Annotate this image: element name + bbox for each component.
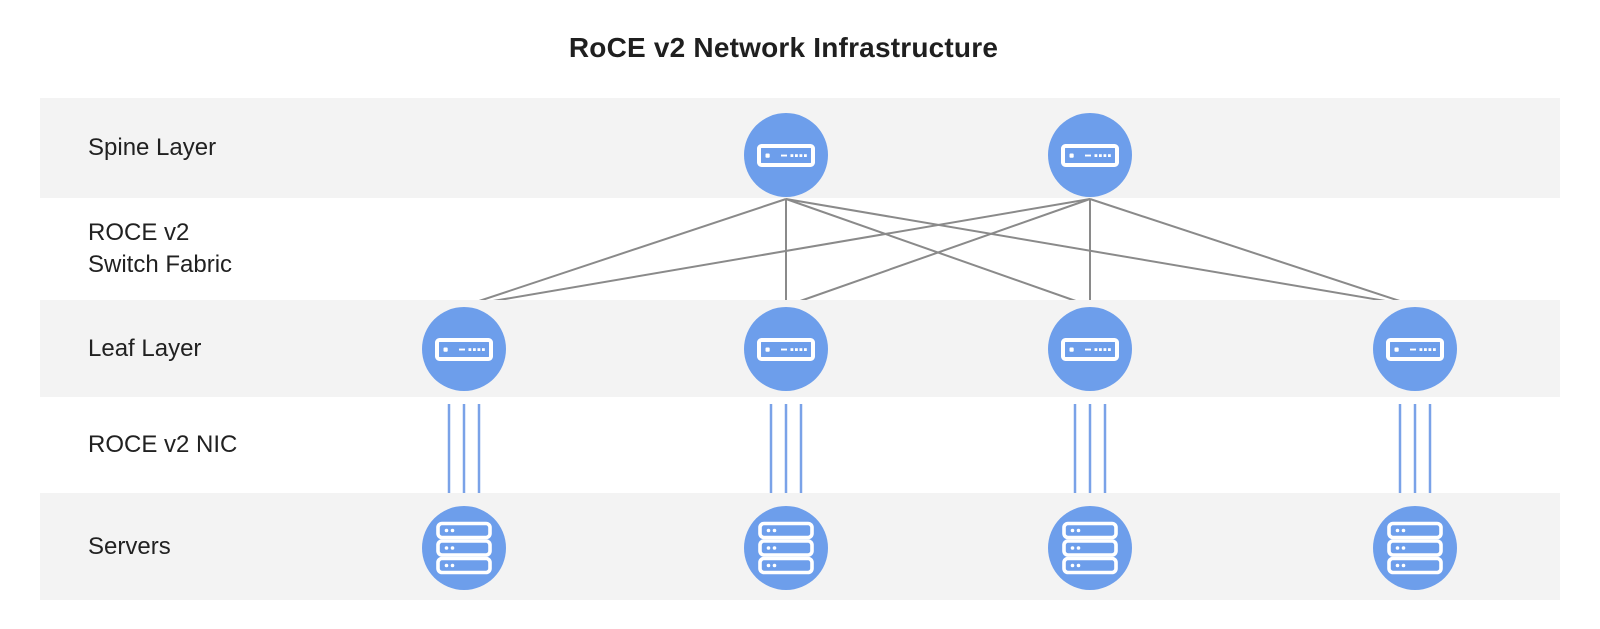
spine-leaf-link: [785, 198, 1091, 307]
nic-label: ROCE v2 NIC: [88, 397, 237, 493]
leaf-layer-label-line: Leaf Layer: [88, 334, 202, 362]
switch-icon: [757, 338, 815, 361]
server-node: [1048, 506, 1132, 590]
switch-fabric-label: ROCE v2 Switch Fabric: [88, 198, 232, 300]
spine-switch-node: [744, 113, 828, 197]
servers-label: Servers: [88, 493, 171, 600]
servers-label-line: Servers: [88, 532, 171, 560]
switch-icon: [1061, 144, 1119, 167]
leaf-switch-node: [1373, 307, 1457, 391]
spine-leaf-link: [785, 198, 1416, 307]
leaf-switch-node: [422, 307, 506, 391]
spine-layer-label-line: Spine Layer: [88, 134, 217, 161]
spine-leaf-link: [463, 198, 787, 307]
switch-fabric-label-line: Switch Fabric: [88, 251, 233, 278]
leaf-switch-node: [1048, 307, 1132, 391]
server-icon: [1387, 521, 1443, 575]
spine-leaf-link: [1089, 198, 1416, 307]
switch-icon: [1386, 338, 1444, 361]
server-icon: [758, 521, 814, 575]
spine-leaf-link: [785, 198, 1091, 307]
nic-label-line: ROCE v2 NIC: [88, 431, 238, 458]
spine-switch-node: [1048, 113, 1132, 197]
spine-leaf-link: [463, 198, 1091, 307]
server-node: [744, 506, 828, 590]
server-icon: [436, 521, 492, 575]
server-node: [1373, 506, 1457, 590]
switch-fabric-label-line: ROCE v2: [88, 219, 190, 246]
leaf-switch-node: [744, 307, 828, 391]
spine-layer-label: Spine Layer: [88, 98, 216, 198]
switch-icon: [757, 144, 815, 167]
switch-icon: [1061, 338, 1119, 361]
diagram-title: RoCE v2 Network Infrastructure: [568, 32, 999, 63]
server-node: [422, 506, 506, 590]
leaf-layer-label: Leaf Layer: [88, 300, 201, 397]
switch-icon: [435, 338, 493, 361]
server-icon: [1062, 521, 1118, 575]
